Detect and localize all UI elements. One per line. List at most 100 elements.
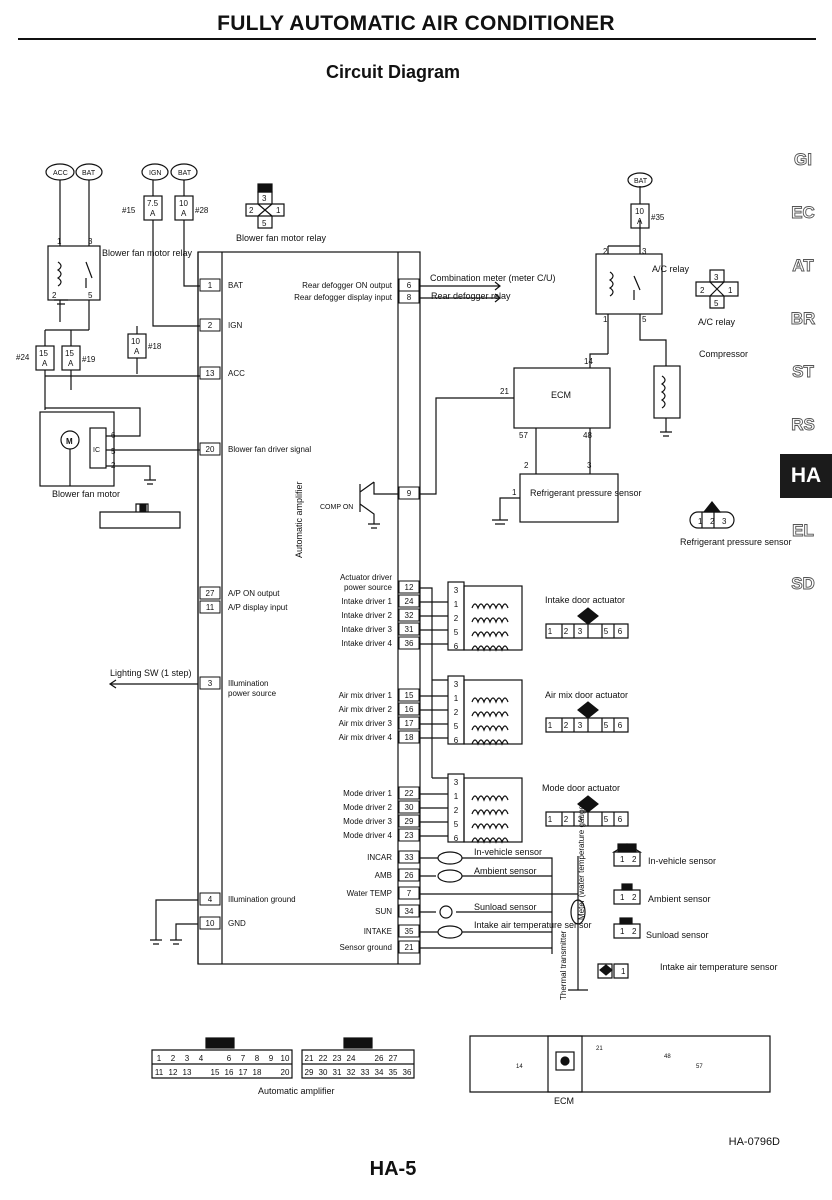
amp-connector-pin: 20: [281, 1068, 290, 1077]
actuator-connector-pin: 1: [548, 627, 553, 636]
amp-right-pin-label: Mode driver 2: [343, 803, 392, 812]
amp-right-pin-box: [398, 608, 420, 622]
tab-sd[interactable]: SD: [791, 574, 816, 594]
actuator-pin-number: 6: [454, 834, 459, 843]
sensor-conn-pin: 2: [632, 855, 637, 864]
relay-conn-pin: 1: [276, 206, 281, 215]
amp-left-pin-box: [199, 442, 221, 456]
sensor-conn-pin: 1: [620, 855, 625, 864]
amp-left-pin-number: 10: [206, 919, 215, 928]
tab-ec[interactable]: EC: [791, 203, 816, 223]
actuator-coil: [471, 823, 509, 829]
label-acc: ACC: [53, 170, 68, 177]
amp-right-pin-number: 22: [405, 789, 414, 798]
amp-connector-pin: 7: [241, 1054, 246, 1063]
amp-left-pin-label: Blower fan driver signal: [228, 445, 311, 454]
lighting-sw-label: Lighting SW (1 step): [110, 668, 192, 678]
ecm-pin14: 14: [584, 357, 593, 366]
amp-right-pin-box: [398, 904, 420, 918]
amp-right-pin-box: [398, 800, 420, 814]
amp-right-pin-label: Mode driver 4: [343, 831, 392, 840]
actuator-coil: [471, 795, 509, 801]
blower-relay-box: [47, 245, 101, 301]
amp-right-pin-number: 30: [405, 803, 414, 812]
actuator-coil: [471, 617, 509, 623]
blower-relay-label: Blower fan motor relay: [102, 248, 193, 258]
relay-conn-pin: 3: [262, 194, 267, 203]
amp-connector-pin: 36: [403, 1068, 412, 1077]
amp-right-pin-number: 36: [405, 639, 414, 648]
ac-relay-pin: 5: [642, 315, 647, 324]
fuse15-amp: 7.5: [147, 199, 159, 208]
ac-relay-conn-pin: 2: [700, 286, 705, 295]
actuator-connector-pin: 5: [604, 721, 609, 730]
amp-left-pin-label: A/P ON output: [228, 589, 280, 598]
actuator-connector-pin: 3: [578, 721, 583, 730]
blower-motor-label: Blower fan motor: [52, 489, 120, 499]
tab-st[interactable]: ST: [792, 362, 815, 382]
intake-actuator-label: Intake door actuator: [545, 595, 625, 605]
amp-right-pin-number: 34: [405, 907, 414, 916]
fuse18-unit: A: [134, 347, 140, 356]
actuator-connector-pin: 6: [618, 815, 623, 824]
amp-left-pin-box: [199, 916, 221, 930]
amp-right-pin-box: [398, 924, 420, 938]
tab-gi[interactable]: GI: [794, 150, 813, 170]
fuse24-amp: 15: [39, 349, 48, 358]
amp-connector-pin: 24: [347, 1054, 356, 1063]
refrig-sensor-conn-pin: 2: [710, 517, 715, 526]
page-number: HA-5: [369, 1158, 417, 1180]
sensor-conn-pin: 1: [620, 927, 625, 936]
ac-relay-pin: 2: [603, 247, 608, 256]
amp-connector-pin: 1: [157, 1054, 162, 1063]
amp-connector-pin: 30: [319, 1068, 328, 1077]
ecm-connector-pin: 48: [664, 1054, 671, 1060]
fuse19-unit: A: [68, 359, 74, 368]
sensor-conn-pin: 1: [620, 893, 625, 902]
amp-right-pin-number: 21: [405, 943, 414, 952]
tab-ha[interactable]: HA: [780, 454, 832, 498]
amp-connector-pin: 6: [227, 1054, 232, 1063]
amp-left-pin-number: 20: [206, 445, 215, 454]
amp-left-pin-box: [199, 586, 221, 600]
actuator-coil: [471, 837, 509, 843]
sunload-sensor-label: Sunload sensor: [474, 902, 537, 912]
amp-left-pin-box: [199, 600, 221, 614]
tab-el[interactable]: EL: [792, 521, 815, 541]
amp-right-pin-box: [398, 702, 420, 716]
amp-connector-pin: 34: [375, 1068, 384, 1077]
label-ign: IGN: [149, 170, 161, 177]
amp-right-pin-label: Intake driver 2: [341, 611, 392, 620]
amp-right-pin-label: Air mix driver 4: [339, 733, 393, 742]
amp-right-pin-number: 17: [405, 719, 414, 728]
amp-left-pin-label: BAT: [228, 281, 243, 290]
amp-left-pin-number: 27: [206, 589, 215, 598]
amp-right-pin-label: Water TEMP: [347, 889, 392, 898]
amp-connector-pin: 8: [255, 1054, 260, 1063]
actuator-pin-number: 5: [454, 722, 459, 731]
ac-relay-conn-pin: 1: [728, 286, 733, 295]
amp-right-pin-box: [398, 730, 420, 744]
amp-left-pin-number: 4: [208, 895, 213, 904]
blower-motor-pin6: 6: [111, 431, 116, 440]
amp-connector-pin: 21: [305, 1054, 314, 1063]
fuse19-num: #19: [82, 355, 96, 364]
amp-left-pin-box: [199, 676, 221, 690]
amp-right-pin-number: 15: [405, 691, 414, 700]
tab-br[interactable]: BR: [790, 309, 816, 329]
tab-rs[interactable]: RS: [791, 415, 816, 435]
airmix-actuator-label: Air mix door actuator: [545, 690, 628, 700]
sensor-conn-pin: 2: [632, 927, 637, 936]
amp-left-pin-label: power source: [228, 689, 277, 698]
ecm-label: ECM: [551, 390, 571, 400]
amp-left-pin-number: 1: [208, 281, 213, 290]
compressor-label: Compressor: [699, 349, 748, 359]
figure-reference: HA-0796D: [728, 1136, 780, 1148]
actuator-connector-pin: 1: [548, 721, 553, 730]
tab-at[interactable]: AT: [792, 256, 814, 276]
fuse19-amp: 15: [65, 349, 74, 358]
label-bat-2: BAT: [178, 170, 192, 177]
amp-right-pin-box: [398, 886, 420, 900]
amp-right-pin-label: Intake driver 1: [341, 597, 392, 606]
actuator-coil: [471, 739, 509, 745]
